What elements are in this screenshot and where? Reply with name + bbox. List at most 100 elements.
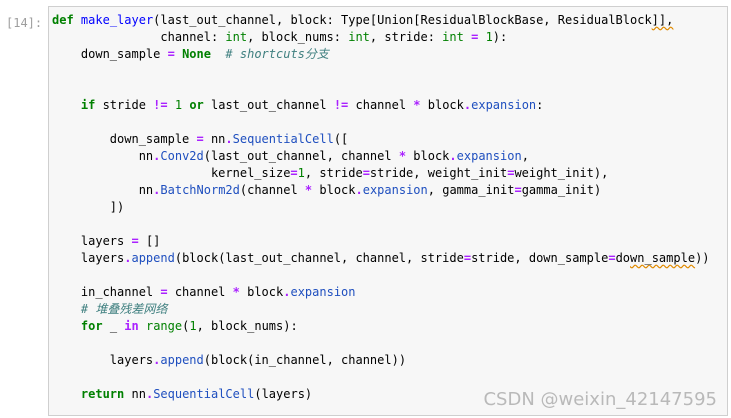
operator: . [153,149,161,163]
operator: = [167,47,175,61]
code-text [52,98,81,112]
operator: = [514,183,522,197]
code-text: , gamma_init [427,183,515,197]
comment: # shortcuts分支 [225,47,329,61]
code-text [175,47,182,61]
operator: = [290,166,298,180]
code-text [52,387,81,401]
keyword: def [52,13,74,27]
code-cell[interactable] [48,6,728,416]
code-editor[interactable]: def make_layer(last_out_channel, block: … [52,12,710,403]
keyword: return [80,387,125,401]
code-text: gamma_init) [521,183,602,197]
code-text: in_channel [52,285,161,299]
code-text [168,98,175,112]
cell-prompt: [14]: [6,16,43,30]
code-text [464,30,471,44]
code-text: : [536,98,544,112]
operator: = [471,30,479,44]
operator: . [449,149,457,163]
code-line: in_channel = channel * block.expansion [52,284,710,301]
operator: . [153,183,161,197]
code-text: , stride: [369,30,443,44]
code-line: ]) [52,199,710,216]
code-text: (block(last_out_channel, channel, stride [174,251,464,265]
comment: # 堆叠残差网络 [80,302,168,316]
keyword: if [80,98,96,112]
code-text: _ [102,319,125,333]
builtin: int [225,30,248,44]
code-text: nn [124,387,146,401]
code-line [52,114,710,131]
code-text: down_sample [52,47,168,61]
number: 1 [189,319,197,333]
code-line: def make_layer(last_out_channel, block: … [52,12,710,29]
operator: * [232,285,240,299]
operator: = [507,166,515,180]
code-text: (layers) [254,387,313,401]
code-line: layers.append(block(last_out_channel, ch… [52,250,710,267]
attribute: Conv2d [160,149,204,163]
code-text: (block(in_channel, channel)) [203,353,407,367]
watermark: CSDN @weixin_42147595 [483,389,717,410]
code-text [211,47,225,61]
keyword: None [182,47,211,61]
code-line: nn.BatchNorm2d(channel * block.expansion… [52,182,710,199]
number: 1 [174,98,183,112]
code-text [139,319,146,333]
code-text: layers [52,353,154,367]
operator: . [124,251,132,265]
code-text: )) [695,251,710,265]
code-line [52,335,710,352]
attribute: expansion [471,98,537,112]
operator: . [153,353,161,367]
code-text [478,30,485,44]
code-text: channel [167,285,233,299]
squiggle-text: ]], [651,13,674,27]
code-text: (channel [239,183,305,197]
code-text [74,13,81,27]
code-line [52,216,710,233]
attribute: BatchNorm2d [160,183,240,197]
operator: . [355,183,363,197]
code-line: # 堆叠残差网络 [52,301,710,318]
operator: = [196,132,204,146]
code-line: for _ in range(1, block_nums): [52,318,710,335]
code-line [52,369,710,386]
code-text: ( [182,319,190,333]
code-line: if stride != 1 or last_out_channel != ch… [52,97,710,114]
operator: = [131,234,139,248]
code-text: block [239,285,284,299]
code-text [52,302,81,316]
code-line: kernel_size=1, stride=stride, weight_ini… [52,165,710,182]
operator: * [304,183,313,197]
code-line [52,63,710,80]
code-text: do [615,251,631,265]
code-text: channel: [52,30,226,44]
code-line: layers = [] [52,233,710,250]
number: 1 [485,30,493,44]
operator: . [283,285,291,299]
code-line: return nn.SequentialCell(layers) [52,386,710,403]
code-line [52,80,710,97]
operator: = [160,285,168,299]
code-text: stride, weight_init [369,166,508,180]
number: 1 [297,166,305,180]
operator: = [362,166,370,180]
operator: . [463,98,472,112]
keyword: or [189,98,204,112]
code-line: down_sample = None # shortcuts分支 [52,46,710,63]
code-text: channel [348,98,414,112]
code-text: block [420,98,464,112]
code-text: stride, down_sample [471,251,609,265]
operator: * [413,98,421,112]
attribute: SequentialCell [232,132,334,146]
builtin: range [145,319,183,333]
code-line [52,267,710,284]
squiggle-text: wn_sample [630,251,696,265]
code-line: layers.append(block(in_channel, channel)… [52,352,710,369]
builtin: int [442,30,464,44]
code-text: stride [95,98,154,112]
code-text: kernel_size [52,166,291,180]
code-line: channel: int, block_nums: int, stride: i… [52,29,710,46]
